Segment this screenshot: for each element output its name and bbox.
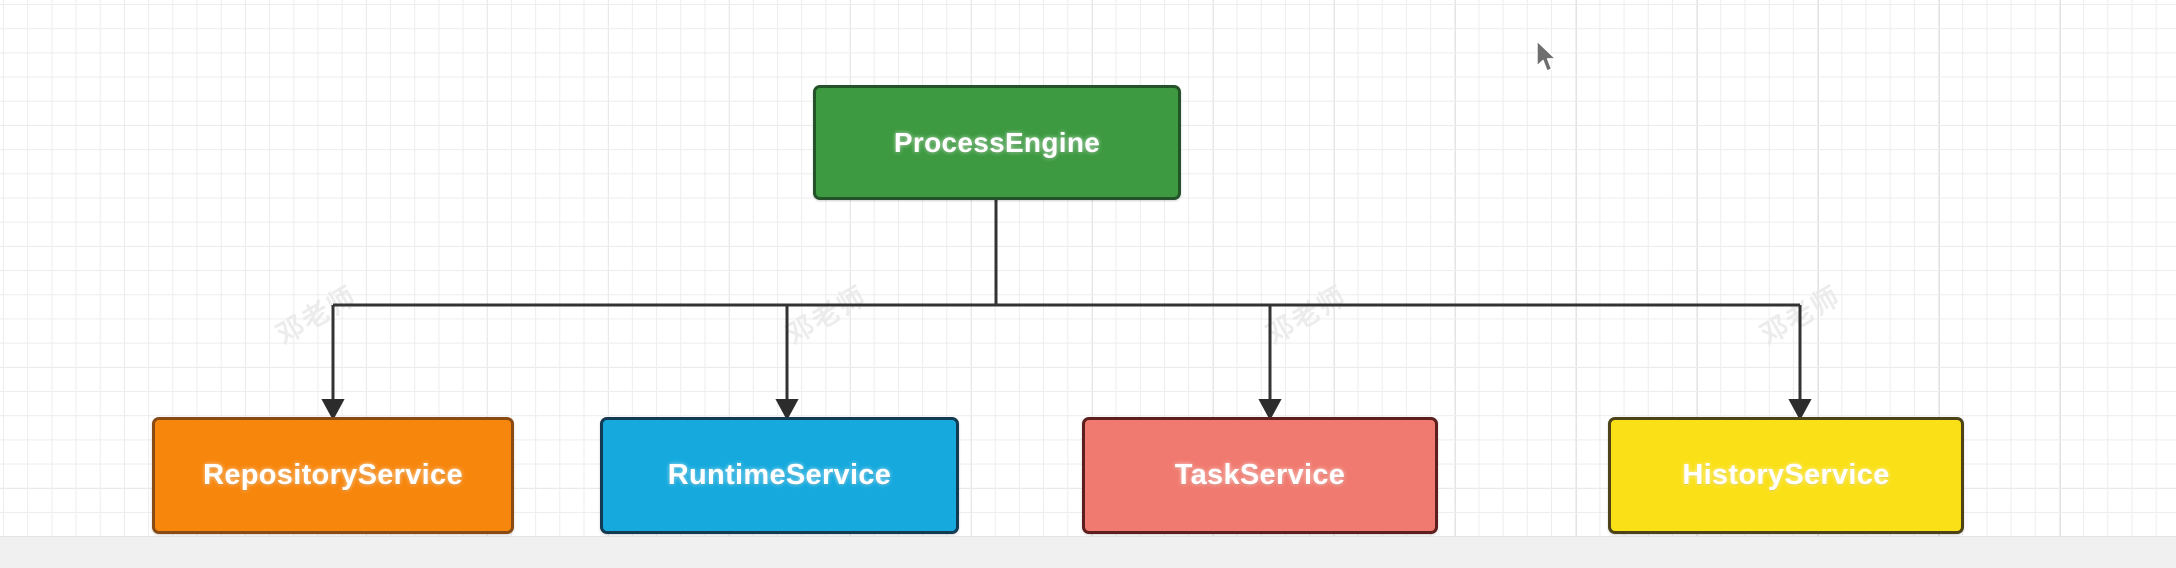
node-label: RepositoryService xyxy=(203,459,463,491)
node-history-service[interactable]: HistoryService xyxy=(1608,417,1964,534)
node-runtime-service[interactable]: RuntimeService xyxy=(600,417,959,534)
page-gutter xyxy=(0,536,2176,568)
node-label: TaskService xyxy=(1174,459,1346,491)
node-repository-service[interactable]: RepositoryService xyxy=(152,417,514,534)
node-label: ProcessEngine xyxy=(893,126,1101,158)
node-task-service[interactable]: TaskService xyxy=(1082,417,1438,534)
node-process-engine[interactable]: ProcessEngine xyxy=(813,85,1181,200)
node-label: RuntimeService xyxy=(667,459,892,491)
node-label: HistoryService xyxy=(1682,459,1890,491)
